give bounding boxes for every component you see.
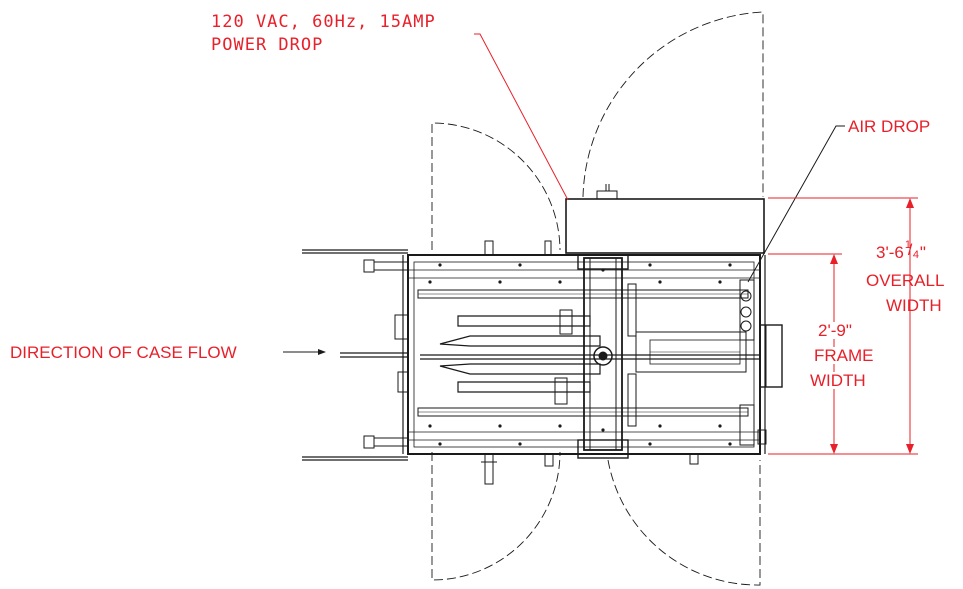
right-control-box <box>759 324 783 388</box>
door-swing-arc-bottom-left <box>431 451 561 581</box>
top-enclosure <box>565 198 765 254</box>
infeed-arms <box>302 249 408 461</box>
power-drop-label-line1: 120 VAC, 60Hz, 15AMP <box>211 12 436 32</box>
fraction-numerator: 1 <box>904 239 911 251</box>
air-drop-leader <box>747 125 845 283</box>
door-swing-arc-bottom-right <box>607 459 761 586</box>
frame-width-label-line2: WIDTH <box>808 371 868 390</box>
frame-width-label-line1: FRAME <box>812 346 876 365</box>
overall-width-label-line1: OVERALL <box>866 271 945 290</box>
case-flow-arrowhead <box>318 349 326 355</box>
door-swing-arc-top-left <box>431 122 561 251</box>
fraction-slash: / <box>907 242 913 259</box>
center-bridge <box>583 257 623 451</box>
air-drop-label: AIR DROP <box>848 117 931 136</box>
overall-width-fraction: 1/4 <box>904 240 920 261</box>
frame-width-value: 2'-9" <box>816 321 854 340</box>
door-swing-arc-top-right <box>582 11 764 198</box>
overall-width-label-line2: WIDTH <box>886 296 942 315</box>
center-hub <box>593 346 613 366</box>
door-swing-arcs <box>431 11 764 586</box>
power-drop-label-line2: POWER DROP <box>211 35 324 55</box>
case-flow-label: DIRECTION OF CASE FLOW <box>10 343 237 362</box>
overall-width-inch-mark: " <box>919 243 926 262</box>
fraction-denominator: 4 <box>912 249 919 261</box>
power-drop-leader <box>474 33 569 201</box>
overall-width-feet-inches: 3'-6 <box>876 243 904 262</box>
